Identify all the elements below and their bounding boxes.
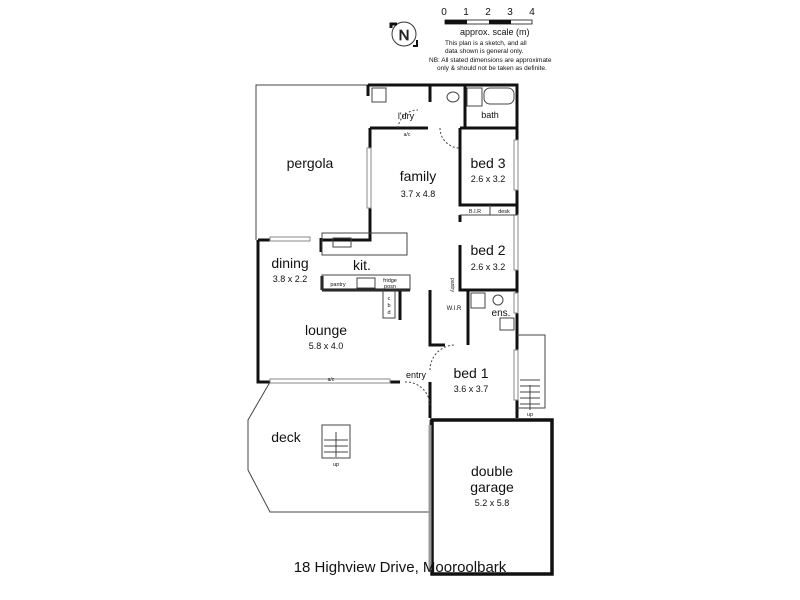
note: NB: All stated dimensions are approximat… <box>429 57 552 64</box>
sink-icon <box>332 237 352 248</box>
shower-icon <box>466 87 483 107</box>
scale-tick: 0 <box>441 7 447 18</box>
bath-tub-icon <box>483 87 515 105</box>
room-dims-bed1: 3.6 x 3.7 <box>454 384 489 394</box>
room-label-laundry: l'dry <box>398 111 415 121</box>
stairs-up-label: up <box>333 462 339 468</box>
sliding-door <box>366 147 372 209</box>
ensuite-toilet-icon <box>492 294 504 306</box>
door-swing <box>439 127 461 149</box>
room-label-bed2: bed 2 <box>470 242 505 258</box>
room-dims-dining: 3.8 x 2.2 <box>273 274 308 284</box>
scale-tick: 1 <box>463 7 469 18</box>
window <box>513 139 519 191</box>
room-label-family: family <box>400 168 437 184</box>
stairs-right <box>517 334 546 410</box>
stairs-up-label: up <box>527 412 533 418</box>
cupboard-label: c <box>388 296 391 302</box>
room-label-lounge: lounge <box>305 322 347 338</box>
ensuite-basin-icon <box>499 317 515 331</box>
room-dims-garage: 5.2 x 5.8 <box>475 498 510 508</box>
room-dims-bed2: 2.6 x 3.2 <box>471 262 506 272</box>
room-dims-lounge: 5.8 x 4.0 <box>309 341 344 351</box>
room-label-garage: garage <box>470 479 514 495</box>
window <box>513 292 519 314</box>
compass-icon: N <box>389 21 418 47</box>
room-label-pantry: pantry <box>330 282 346 288</box>
kitchen-counter <box>321 274 411 291</box>
window <box>269 378 391 384</box>
ac-label: a/c <box>404 132 411 138</box>
room-label-kitchen: kit. <box>353 257 371 273</box>
ac-label: a/c <box>328 377 335 383</box>
cupboard-label: d <box>387 310 390 316</box>
room-dims-family: 3.7 x 4.8 <box>401 189 436 199</box>
room-label-bir: B.I.R <box>469 209 481 215</box>
window <box>269 236 311 242</box>
door-swing <box>404 381 431 406</box>
scale-tick: 4 <box>529 7 535 18</box>
room-label-dining: dining <box>271 255 308 271</box>
walls <box>256 83 519 418</box>
note: data shown is general only. <box>445 48 523 55</box>
stairs-deck <box>321 424 351 459</box>
scale-bar: 0 1 2 3 4 approx. scale (m) This plan is… <box>429 7 552 72</box>
room-label-garage: double <box>471 463 513 479</box>
cupboard-label: b <box>387 303 390 309</box>
garage-walls <box>430 418 554 576</box>
scale-tick: 3 <box>507 7 513 18</box>
window <box>513 214 519 271</box>
linen-label: pantry <box>449 278 455 292</box>
door-swing <box>429 344 456 371</box>
cupboard <box>382 289 396 319</box>
fridge-label: posn <box>384 284 396 290</box>
laundry-tub-icon <box>371 87 387 103</box>
cooktop-icon <box>356 277 376 289</box>
pergola-outline <box>255 84 368 240</box>
room-label-ensuite: ens. <box>492 308 511 319</box>
toilet-icon <box>446 91 460 103</box>
note: This plan is a sketch, and all <box>445 40 527 47</box>
scale-label: approx. scale (m) <box>460 27 530 37</box>
room-label-pergola: pergola <box>287 155 334 171</box>
compass-letter: N <box>399 27 410 44</box>
room-label-bed1: bed 1 <box>453 365 488 381</box>
note: only & should not be taken as definite. <box>437 65 547 72</box>
room-dims-bed3: 2.6 x 3.2 <box>471 174 506 184</box>
room-label-entry: entry <box>406 370 427 380</box>
fridge-label: fridge <box>383 278 397 284</box>
room-label-desk: desk <box>498 209 510 215</box>
room-label-wir: W.I.R <box>447 306 462 312</box>
kitchen-bench <box>321 232 408 256</box>
scale-tick: 2 <box>485 7 491 18</box>
deck-outline <box>247 381 431 513</box>
room-label-bed3: bed 3 <box>470 155 505 171</box>
property-address: 18 Highview Drive, Mooroolbark <box>294 559 507 576</box>
room-label-bath: bath <box>481 110 499 120</box>
window <box>513 349 519 401</box>
ensuite-shower-icon <box>470 292 486 309</box>
room-label-deck: deck <box>271 429 302 445</box>
